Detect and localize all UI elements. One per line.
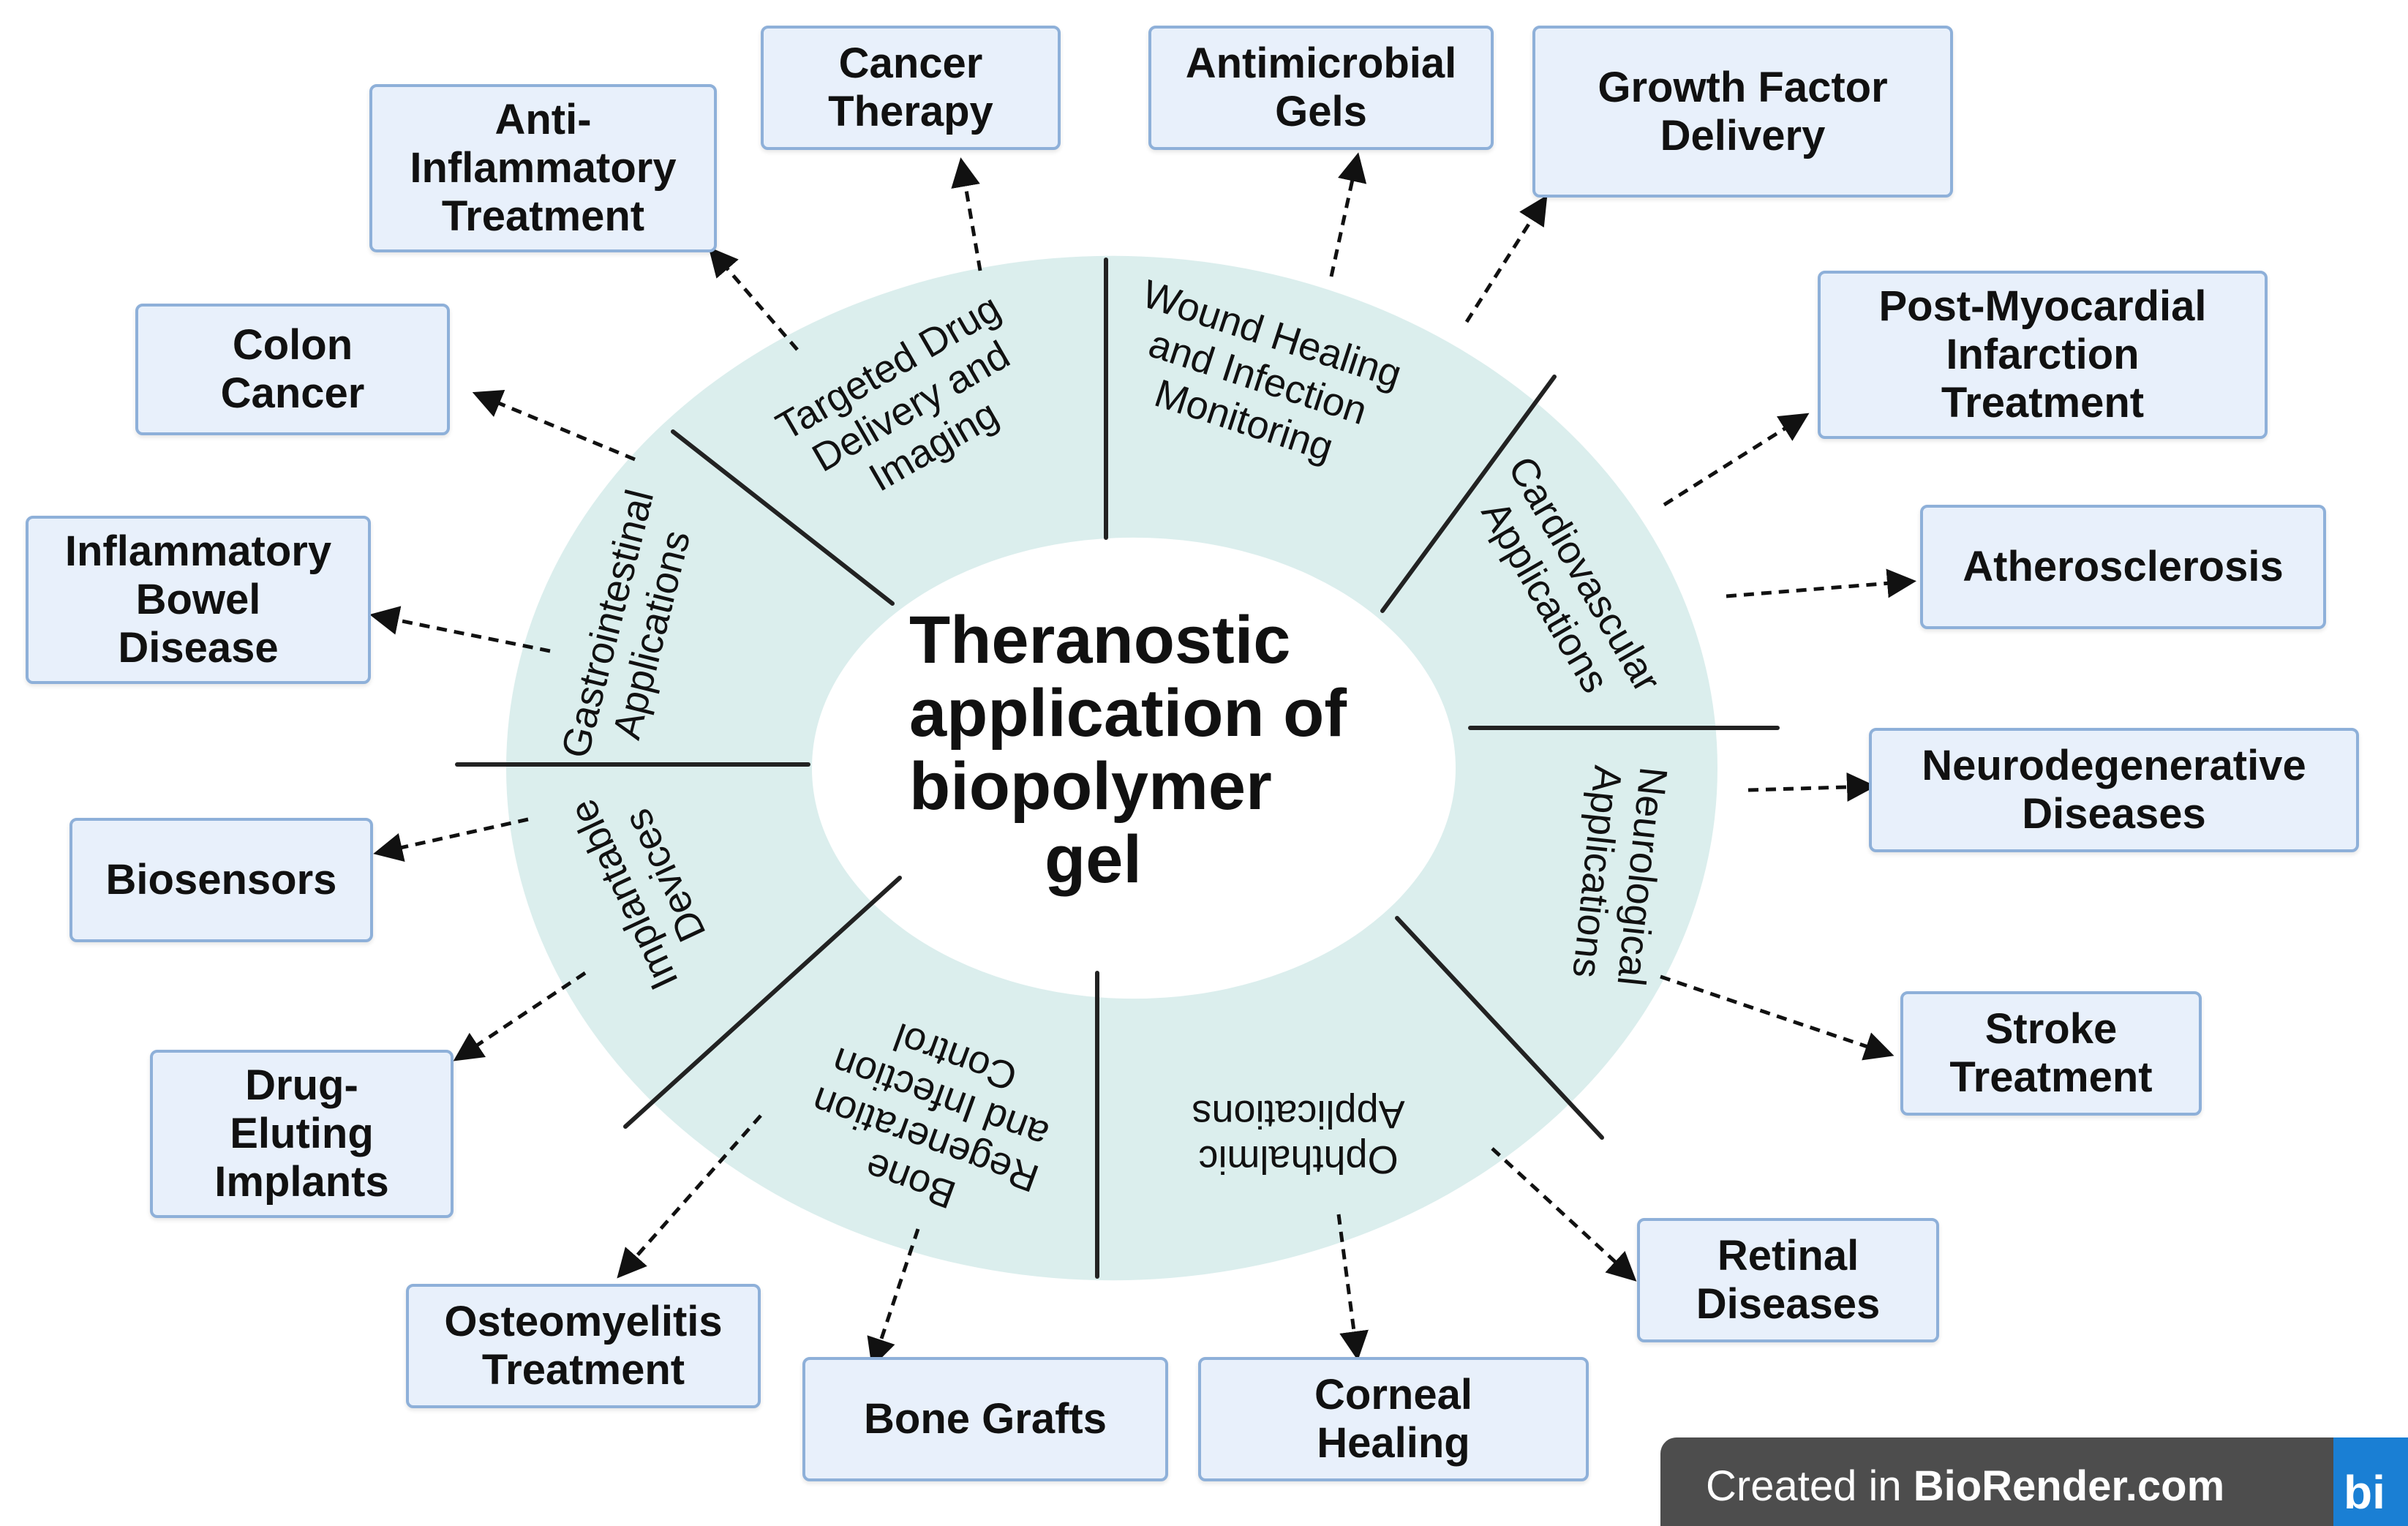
sector-label-line: Ophthalmic <box>1198 1138 1398 1181</box>
box-label-line: Infarction <box>1946 331 2140 378</box>
badge-prefix: Created in <box>1706 1462 1914 1510</box>
box-label-line: Anti- <box>494 96 592 143</box>
box-label-line: Neurodegenerative <box>1922 742 2306 789</box>
arrow-to-cancer-therapy <box>951 157 982 271</box>
box-label-line: Implants <box>214 1158 389 1206</box>
box-label-line: Delivery <box>1660 111 1826 159</box>
box-label-line: Treatment <box>1949 1053 2153 1101</box>
center-title-line: biopolymer <box>909 749 1272 824</box>
arrow-to-inflammatory-bowel-disease <box>369 606 551 653</box>
box-label-line: Treatment <box>481 1346 685 1394</box>
arrow-to-growth-factor-delivery <box>1464 195 1548 323</box>
box-label-line: Inflammatory <box>410 144 677 192</box>
sector-divider <box>623 876 902 1129</box>
box-label-line: Retinal <box>1717 1232 1859 1279</box>
badge-brand: BioRender.com <box>1913 1462 2225 1510</box>
sector-label-line: Applications <box>1192 1092 1404 1136</box>
badge-text: Created in BioRender.com <box>1706 1461 2224 1512</box>
box-label-line: Cancer <box>220 369 365 417</box>
arrow-to-atherosclerosis <box>1726 568 1916 598</box>
box-label-line: Colon <box>232 321 353 369</box>
arrow-to-stroke-treatment <box>1660 974 1895 1061</box>
box-label-line: Corneal <box>1314 1371 1472 1418</box>
box-label-line: Eluting <box>230 1110 374 1157</box>
sector-label-ophthalmic: OphthalmicApplications <box>1192 1092 1404 1181</box>
center-title-line: gel <box>1045 822 1142 897</box>
box-label-line: Gels <box>1275 88 1367 135</box>
arrow-to-drug-eluting-implants <box>453 971 587 1061</box>
box-label-line: Healing <box>1317 1419 1470 1467</box>
box-label-line: Stroke <box>1984 1005 2118 1053</box>
box-label-line: Biosensors <box>105 856 337 903</box>
box-label-line: Inflammatory <box>64 527 332 575</box>
box-label-line: Drug- <box>245 1061 358 1109</box>
theme-ring <box>505 255 1718 1281</box>
biosensors-box: Biosensors <box>69 818 373 942</box>
arrow-to-anti-inflammatory-treatment <box>708 247 799 351</box>
box-label-line: Atherosclerosis <box>1963 543 2284 590</box>
box-label-line: Diseases <box>1696 1280 1881 1328</box>
center-title-line: Theranostic <box>909 603 1291 677</box>
arrow-to-neurodegenerative-diseases <box>1747 772 1876 802</box>
sector-divider <box>671 429 895 606</box>
box-label-line: Cancer <box>838 40 983 87</box>
box-label-line: Bone Grafts <box>864 1395 1107 1443</box>
sector-divider <box>1380 375 1557 613</box>
box-label-line: Growth Factor <box>1598 63 1888 111</box>
box-label-line: Treatment <box>441 192 645 240</box>
atherosclerosis-box: Atherosclerosis <box>1920 505 2326 629</box>
biorender-badge[interactable]: Created in BioRender.com bi <box>1660 1437 2408 1526</box>
arrow-to-corneal-healing <box>1336 1214 1369 1361</box>
bone-grafts-box: Bone Grafts <box>802 1357 1168 1481</box>
box-label-line: Diseases <box>2022 790 2206 838</box>
sector-divider <box>1395 916 1604 1140</box>
biorender-logo: bi <box>2333 1437 2408 1526</box>
arrow-to-antimicrobial-gels <box>1329 152 1367 277</box>
box-label-line: Osteomyelitis <box>444 1298 723 1345</box>
arrow-to-bone-grafts <box>867 1228 920 1368</box>
box-label-line: Disease <box>118 624 279 672</box>
arrow-to-post-myocardial-infarction-treatment <box>1663 413 1810 507</box>
center-title-line: application of <box>909 676 1347 751</box>
box-label-line: Treatment <box>1941 379 2145 426</box>
box-label-line: Antimicrobial <box>1185 40 1457 87</box>
arrow-to-retinal-diseases <box>1491 1147 1637 1282</box>
box-label-line: Post-Myocardial <box>1878 282 2207 330</box>
box-label-line: Therapy <box>828 88 993 135</box>
arrow-to-biosensors <box>373 817 529 862</box>
arrow-to-colon-cancer <box>472 389 636 462</box>
box-label-line: Bowel <box>135 576 261 623</box>
